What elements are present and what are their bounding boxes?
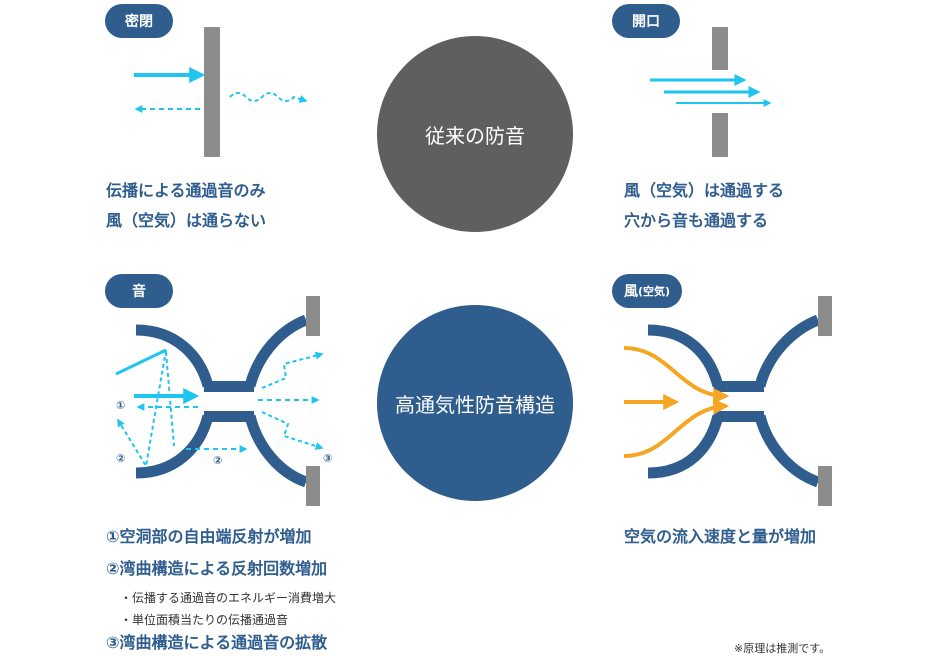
sound-wall-top [306,296,320,336]
wind-wall-bottom [818,466,832,506]
caption-sealed-2: 風（空気）は通らない [106,211,267,230]
open-wall-top [712,27,728,70]
marker-3: ③ [323,452,332,465]
sound-exit-down [261,411,324,450]
wind-left-lower-curve [647,414,724,479]
marker-2a: ② [116,452,125,465]
label-open: 開口 [612,4,680,38]
label-wind-paren: (空気) [637,285,671,298]
sound-diag-dashed [165,351,175,447]
caption-sound-sub-2: ・単位面積当たりの伝播通過音 [120,613,289,627]
sound-diag-solid [115,348,167,376]
wind-flow-lower [623,398,730,458]
open-diagram [650,27,772,157]
sound-left-lower-curve [135,414,214,479]
wind-flow-upper [623,346,730,404]
sealed-wall [204,27,220,157]
caption-open-1: 風（空気）は通過する [624,181,785,200]
circle-traditional: 従来の防音 [377,36,573,232]
caption-sound-2: ②湾曲構造による反射回数増加 [106,559,328,578]
caption-sound-sub-1: ・伝播する通過音のエネルギー消費増大 [120,591,337,605]
wind-structure [623,296,832,506]
caption-wind-1: 空気の流入速度と量が増加 [624,527,817,546]
sound-structure: ① ② ② ③ [115,296,332,506]
sound-exit-up [261,351,324,389]
wind-right-upper-curve [754,314,821,388]
sound-right-lower-curve [244,414,309,488]
sealed-diagram [134,27,308,157]
wind-left-upper-curve [647,324,724,388]
label-wind-main: 風 [623,284,638,300]
sealed-transmitted-wave [229,92,308,103]
marker-2b: ② [213,454,222,467]
label-sealed: 密閉 [105,4,173,38]
label-sound: 音 [105,274,173,308]
wind-throat-top [714,381,764,392]
wind-right-lower-curve [754,414,821,488]
caption-open-2: 穴から音も通過する [624,211,769,230]
sound-throat-bottom [204,411,254,422]
sound-left-upper-curve [135,324,214,388]
caption-sound-1: ①空洞部の自由端反射が増加 [106,527,312,546]
wind-throat-bottom [714,411,764,422]
sound-wall-bottom [306,466,320,506]
caption-sealed-1: 伝播による通過音のみ [106,181,266,200]
circle-high-ventilation: 高通気性防音構造 [377,305,573,501]
sound-right-upper-curve [244,314,309,388]
caption-sound-3: ③湾曲構造による通過音の拡散 [106,633,328,652]
sound-throat-top [204,381,254,392]
open-wall-bottom [712,113,728,157]
wind-wall-top [818,296,832,336]
label-wind: 風(空気) [612,274,682,308]
footnote: ※原理は推測です。 [734,642,831,655]
marker-1: ① [116,399,125,412]
